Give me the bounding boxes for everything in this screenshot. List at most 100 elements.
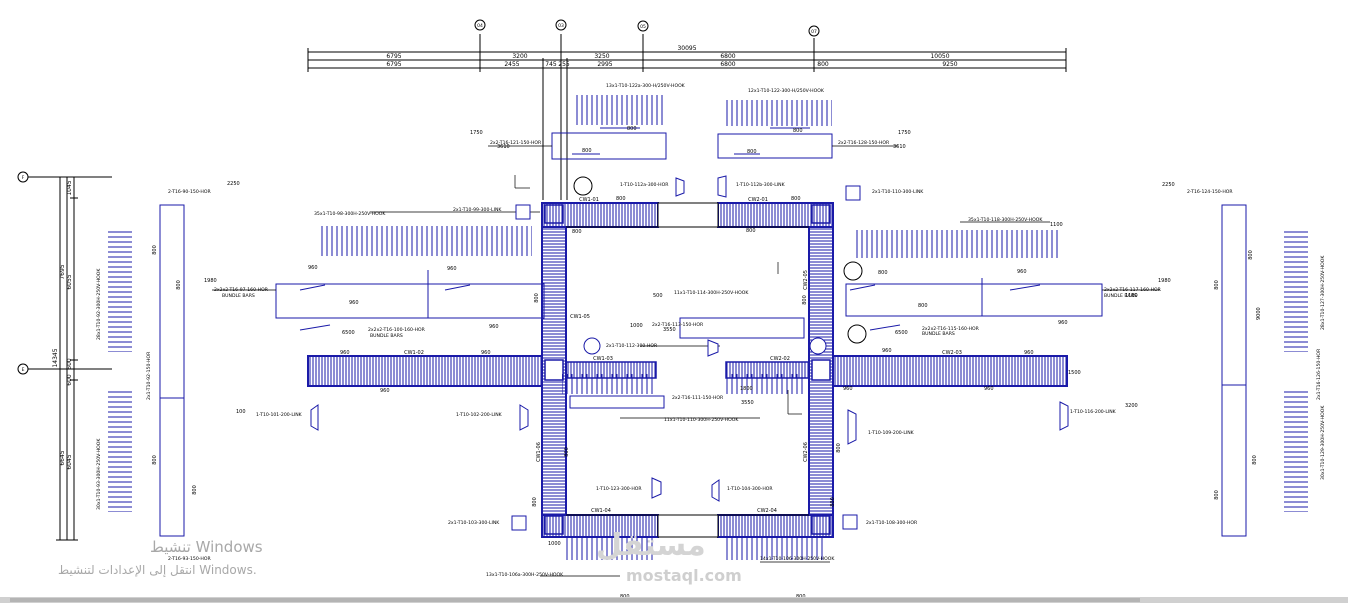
dim-bot-8: 9250 [942, 61, 957, 68]
bar-label-41: 30x1-T10-129-300H-250V-HOOK [1320, 405, 1326, 480]
label-cw1-01: CW1-01 [579, 197, 599, 203]
scrollbar-thumb[interactable] [10, 598, 1140, 602]
bar-label-6: 2x1-T10-110-300-LINK [872, 189, 924, 195]
grid-label-05: 05 [640, 24, 646, 30]
bar-label-23: 1-T10-101-200-LINK [256, 412, 303, 418]
len-label-4: 800 [747, 149, 757, 155]
len-label-20: 960 [882, 348, 892, 354]
link-symbols [310, 175, 1069, 531]
label-cw2-01: CW2-01 [748, 197, 768, 203]
mostaql-url: mostaql.com [626, 566, 742, 585]
wall-cw1-02 [307, 355, 543, 387]
len-label-31: 2250 [227, 181, 240, 187]
grid-label-F: F [22, 175, 25, 181]
dim-left-b1: 1045 [66, 180, 73, 195]
bar-label-21: 2x2-T16-111-150-HOR [672, 395, 724, 401]
len-label-5: 800 [616, 196, 626, 202]
label-cw2-05: CW2-05 [803, 270, 809, 290]
bar-label-33: 2-T16-93-150-HOR [168, 556, 211, 562]
dim-top-1: 6795 [386, 53, 401, 60]
dim-bot-6: 6800 [720, 61, 735, 68]
len-label-15: 960 [1017, 269, 1027, 275]
len-label-16: 960 [1058, 320, 1068, 326]
len-label-19: 960 [380, 388, 390, 394]
len-label-1: 800 [627, 126, 637, 132]
top-dimension-chain [307, 34, 1067, 200]
side-len-13: 800 [532, 497, 538, 507]
bar-label-20: 2x1-T10-112-300-HOR [606, 343, 658, 349]
bar-label-35: 13x1-T10-106a-300H-250V-HOOK [486, 572, 564, 578]
len-label-37: 1000 [630, 323, 643, 329]
len-label-40: 3610 [497, 144, 510, 150]
left-dimension-chain [28, 176, 112, 541]
dim-bot-3: 745 [545, 61, 557, 68]
len-label-14: 960 [489, 324, 499, 330]
stirrups-left [320, 226, 532, 256]
bar-label-5: 1-T10-112b-300-LINK [736, 182, 786, 188]
label-cw2-04: CW2-04 [757, 508, 777, 514]
bar-label-38: 28x1-T10-92-300H-250V-HOOK [96, 268, 102, 340]
bar-label-8: 35x1-T10-98-300H-250V-HOOK [314, 211, 386, 217]
bar-label-4: 1-T10-112a-300-HOR [620, 182, 669, 188]
stirrups-right [856, 230, 1060, 258]
len-label-7: 800 [572, 229, 582, 235]
bar-label-40: 28x1-T10-127-300H-250V-HOOK [1320, 255, 1326, 330]
bar-label-18: 2x2x2-T16-100-160-HOR [368, 327, 426, 333]
side-len-1: 800 [152, 245, 158, 255]
len-label-8: 800 [746, 228, 756, 234]
len-label-24: 1000 [548, 541, 561, 547]
bar-label-27: 1-T10-123-300-HOR [596, 486, 642, 492]
dim-left-b4: 600 [66, 374, 73, 386]
bar-label-22: 11x1-T10-110-300H-250V-HOOK [664, 417, 739, 423]
stirrups-far-left-lower [108, 388, 132, 512]
len-label-3: 800 [582, 148, 592, 154]
bar-label-16: 11x1-T10-114-300H-250V-HOOK [674, 290, 749, 296]
len-label-27: 1750 [470, 130, 483, 136]
dim-left-b5: 6045 [66, 454, 73, 469]
stirrups-far-right-lower [1284, 388, 1308, 512]
stirrups-bottom-left [565, 538, 655, 560]
len-label-46: 3200 [1125, 403, 1138, 409]
len-label-41: 3610 [893, 144, 906, 150]
grid-label-07: 07 [811, 29, 817, 35]
dim-left-a1: 7695 [59, 264, 66, 279]
len-label-35: 9000 [1256, 307, 1262, 320]
dim-bot-5: 2995 [597, 61, 612, 68]
bar-labels: 13x1-T10-122a-300-H/250V-HOOK 12x1-T10-1… [96, 83, 1326, 578]
side-len-6: 800 [1248, 250, 1254, 260]
stirrups-far-right-upper [1284, 228, 1308, 352]
bar-label-24: 1-T10-102-200-LINK [456, 412, 503, 418]
side-len-14: 800 [830, 497, 836, 507]
len-label-29: 1980 [204, 278, 217, 284]
grid-bubble-03 [555, 19, 567, 31]
bar-label-13: BUNDLE BARS [1104, 293, 1137, 299]
len-label-13: 960 [349, 300, 359, 306]
side-len-8: 800 [1252, 455, 1258, 465]
dim-top-2: 3200 [512, 53, 527, 60]
length-labels: 800 800 800 800 800 800 800 800 800 800 … [204, 126, 1262, 547]
side-len-3: 800 [152, 455, 158, 465]
bar-label-14: BUNDLE BARS [370, 333, 403, 339]
len-label-17: 960 [340, 350, 350, 356]
len-label-6: 800 [791, 196, 801, 202]
dim-top-total: 30095 [677, 45, 696, 52]
dim-left-b2: 6055 [66, 274, 73, 289]
label-cw1-03: CW1-03 [593, 356, 613, 362]
bar-label-28: 1-T10-104-300-HOR [727, 486, 773, 492]
stirrups-bottom-right [725, 538, 825, 560]
windows-activation-title: تنشيط Windows [150, 538, 263, 556]
side-beam-labels: 800 800 800 800 800 800 800 800 800 800 … [152, 245, 1258, 507]
bar-label-37: 2x1-T16-126-150-HOR [1316, 348, 1322, 400]
len-label-26: 1800 [740, 386, 753, 392]
len-label-32: 2250 [1162, 182, 1175, 188]
dim-bot-7: 800 [817, 61, 829, 68]
len-label-22: 960 [984, 386, 994, 392]
dim-left-a2: 6645 [59, 450, 66, 465]
len-label-43: 1100 [1050, 222, 1063, 228]
grid-bubble-05 [637, 20, 649, 32]
stirrups-center-left [562, 374, 654, 394]
len-label-36: 500 [653, 293, 663, 299]
horizontal-scrollbar[interactable] [0, 597, 1348, 603]
bar-label-9: 35x1-T10-118-300H-250V-HOOK [968, 217, 1043, 223]
top-dimension-text: 30095 6795 3200 3250 6800 10050 6795 245… [386, 45, 957, 68]
